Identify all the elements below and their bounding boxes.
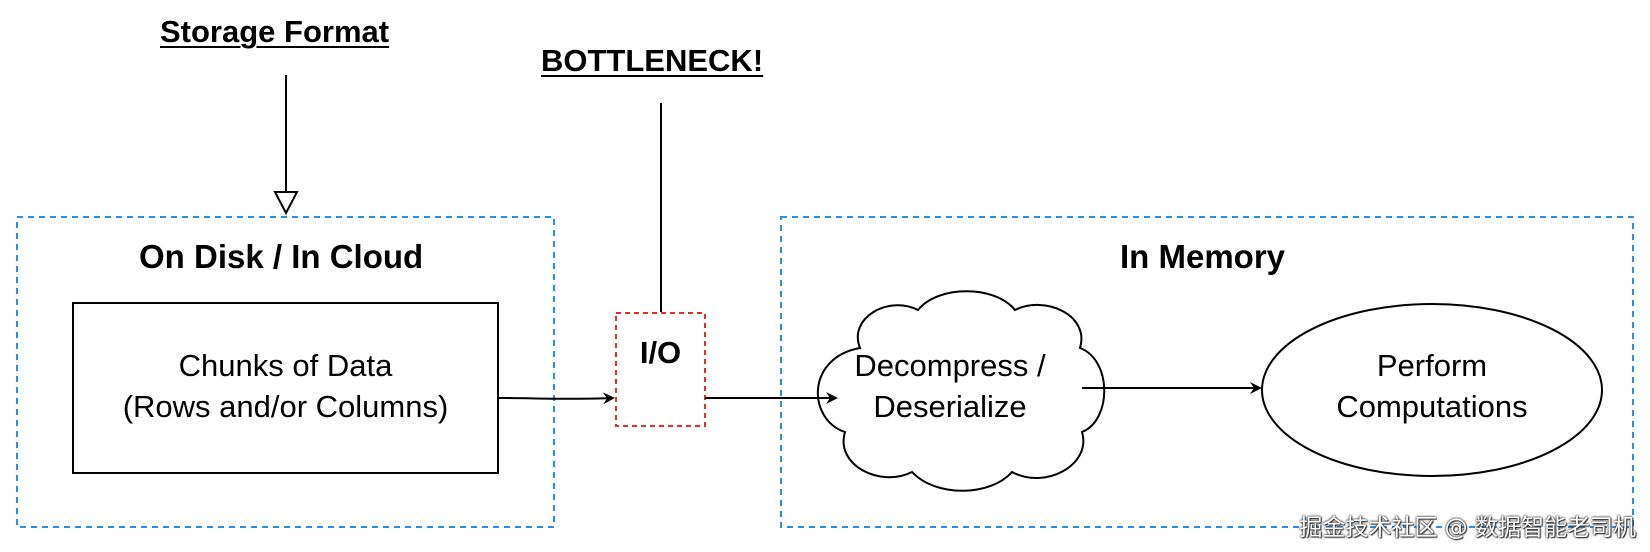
in-memory-title: In Memory [1120, 238, 1286, 275]
in-memory-region [780, 216, 1634, 528]
perform-line-1: Perform [1376, 348, 1488, 383]
perform-computations-ellipse [1261, 303, 1603, 477]
io-box [615, 312, 706, 427]
storage-format-arrowhead [273, 191, 299, 216]
bottleneck-heading: BOTTLENECK! [541, 43, 764, 78]
chunks-to-io-arrow [497, 392, 615, 405]
decompress-line-1: Decompress / [854, 348, 1046, 383]
chunks-of-data-box [72, 302, 499, 474]
storage-format-heading: Storage Format [160, 14, 390, 49]
decompress-cloud-shape [816, 290, 1106, 492]
on-disk-title: On Disk / In Cloud [139, 238, 424, 275]
decompress-line-2: Deserialize [873, 389, 1027, 424]
perform-line-2: Computations [1336, 389, 1528, 424]
on-disk-region [16, 216, 555, 528]
chunks-line-1: Chunks of Data [178, 348, 393, 383]
decompress-label: Decompress / Deserialize [830, 345, 1070, 427]
io-label: I/O [639, 335, 682, 370]
chunks-line-2: (Rows and/or Columns) [122, 389, 449, 424]
chunks-of-data-label: Chunks of Data (Rows and/or Columns) [73, 345, 498, 427]
perform-label: Perform Computations [1282, 345, 1582, 427]
watermark: 掘金技术社区 @ 数据智能老司机 [1299, 515, 1636, 541]
